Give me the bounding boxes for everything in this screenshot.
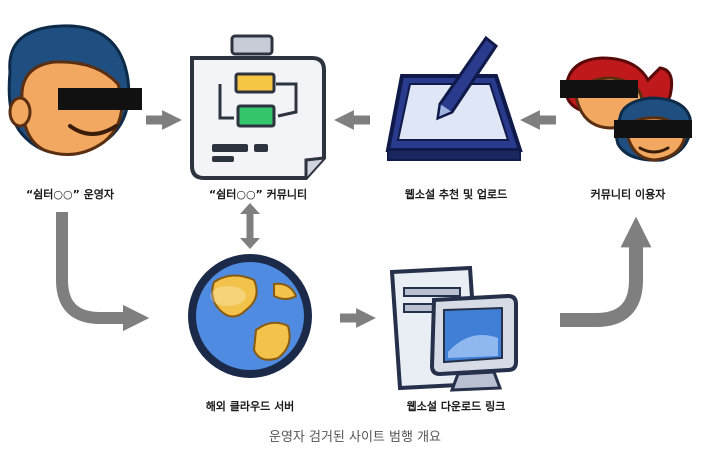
censor-bar-icon (614, 120, 692, 138)
censor-bar-icon (560, 80, 638, 98)
censor-bar-icon (58, 88, 142, 110)
arrow-download-to-users (560, 216, 652, 327)
label-upload: 웹소설 추천 및 업로드 (404, 188, 508, 201)
globe-icon (188, 254, 312, 378)
arrow-down-head (240, 238, 260, 249)
masked-users-faces-icon (560, 56, 692, 162)
label-operator: “쉼터○○” 운영자 (25, 188, 115, 201)
computer-monitor-icon (389, 265, 518, 392)
label-users: 커뮤니티 이용자 (590, 188, 666, 201)
label-download: 웹소설 다운로드 링크 (406, 400, 506, 413)
arrow-up-head (240, 203, 260, 214)
label-cloud-server: 해외 클라우드 서버 (205, 400, 295, 413)
label-community: “쉼터○○” 커뮤니티 (208, 188, 308, 201)
figure-caption: 운영자 검거된 사이트 범행 개요 (268, 430, 441, 445)
flowchart-document-icon (190, 34, 326, 180)
masked-man-face-icon (7, 24, 142, 156)
graphics-tablet-pen-icon (385, 35, 523, 161)
arrow-operator-to-cloud (56, 212, 150, 332)
